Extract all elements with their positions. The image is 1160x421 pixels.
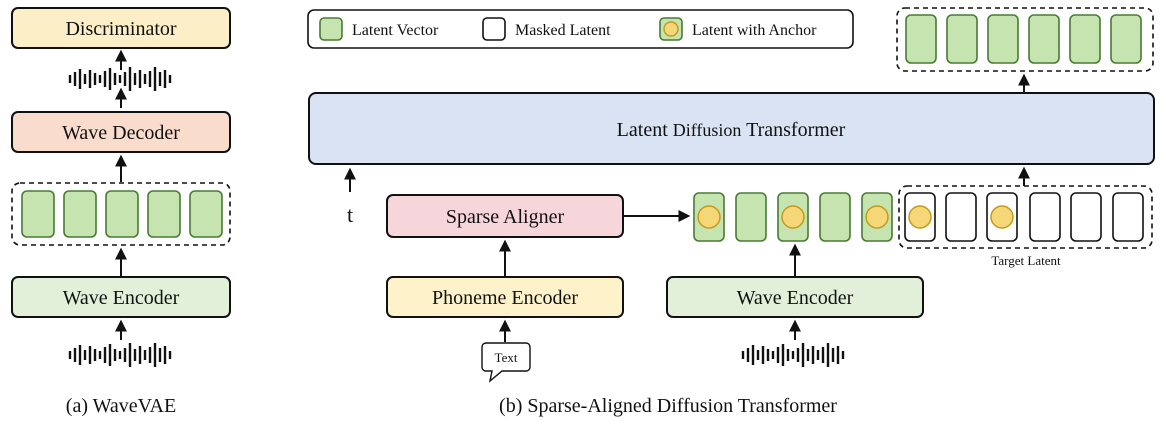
target-latent-label: Target Latent [991,253,1061,268]
anchor-circle-icon [908,205,932,229]
anchor-circle-icon [697,205,721,229]
latent-vector [1110,14,1142,64]
wave-encoder-label-b: Wave Encoder [737,287,854,309]
latent-vector [189,190,223,238]
wave-encoder-block-b: Wave Encoder [666,276,924,318]
text-bubble-icon: Text [481,342,531,383]
latent-vector [1028,14,1060,64]
timestep-label: t [347,202,353,227]
sparse-aligner-label: Sparse Aligner [446,206,565,228]
legend-latent-with-anchor: Latent with Anchor [692,22,817,39]
latent-vector [905,14,937,64]
masked-latent [1112,192,1144,242]
anchor-circle-icon [865,205,889,229]
panel-a: Discriminator Wave Decoder Wave Encoder [11,7,231,417]
wave-decoder-block: Wave Decoder [11,111,231,153]
latent-vector [105,190,139,238]
wave-encoder-label-a: Wave Encoder [63,287,180,309]
legend-latent-vector-swatch [319,17,343,41]
latent-vector [946,14,978,64]
caption-b: (b) Sparse-Aligned Diffusion Transformer [499,395,837,417]
latent-group-a [11,182,231,246]
latent-vector [63,190,97,238]
text-bubble-label: Text [495,350,518,365]
wave-encoder-block-a: Wave Encoder [11,276,231,318]
target-latent-group: Target Latent [898,185,1153,268]
discriminator-block: Discriminator [11,7,231,49]
waveform-icon [68,341,172,369]
context-latent-group [693,192,893,242]
anchor-circle-icon [990,205,1014,229]
masked-latent [1029,192,1061,242]
anchor-circle-icon [781,205,805,229]
legend-masked-latent: Masked Latent [515,22,611,39]
output-latent-group [896,7,1154,72]
sparse-aligner-block: Sparse Aligner [386,194,624,238]
legend-latent-vector: Latent Vector [352,22,439,39]
discriminator-label: Discriminator [65,18,176,40]
phoneme-encoder-label: Phoneme Encoder [432,287,578,309]
legend-masked-latent-swatch [482,17,506,41]
dit-label: Latent Diffusion Transformer [617,119,846,141]
panel-b: Latent Vector Masked Latent Latent with … [307,7,1155,417]
latent-vector [819,192,851,242]
masked-latent [945,192,977,242]
legend: Latent Vector Masked Latent Latent with … [307,9,854,49]
latent-vector [987,14,1019,64]
waveform-icon [68,65,172,93]
phoneme-encoder-block: Phoneme Encoder [386,276,624,318]
latent-vector [21,190,55,238]
anchor-circle-icon [663,21,679,37]
waveform-icon [741,341,845,369]
wave-decoder-label: Wave Decoder [62,122,180,144]
caption-a: (a) WaveVAE [66,395,176,417]
latent-vector [1069,14,1101,64]
masked-latent [1070,192,1102,242]
latent-vector [735,192,767,242]
dit-block: Latent Diffusion Transformer [308,92,1155,165]
latent-vector [147,190,181,238]
